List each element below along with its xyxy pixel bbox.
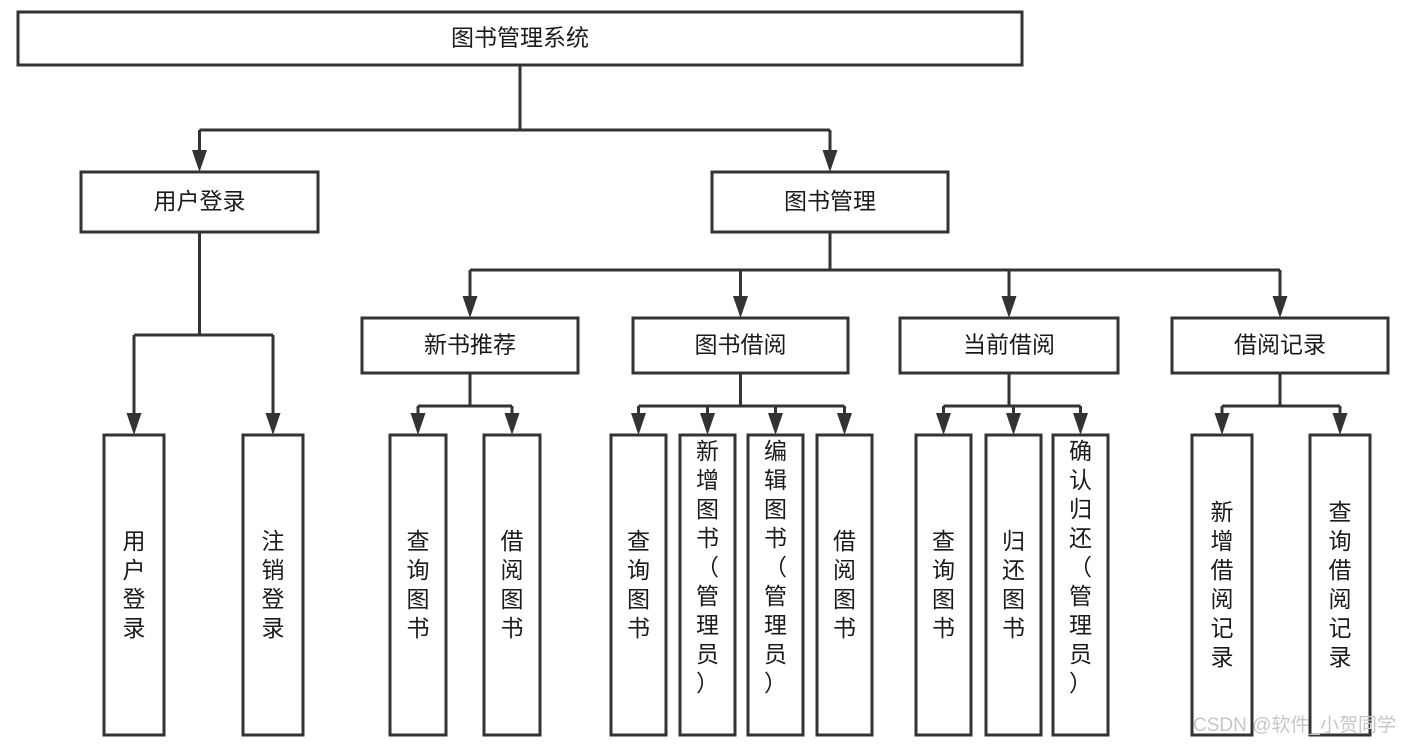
node-label: 查询图书 [627, 528, 650, 641]
node-box [79, 170, 320, 234]
node-label: 归还图书 [1002, 528, 1025, 641]
node-box [609, 433, 668, 737]
node-leaf-add-book[interactable]: 新增图书（管理员） [678, 433, 737, 737]
node-box [898, 316, 1120, 375]
arrow-head-icon [837, 413, 852, 435]
csdn-watermark: CSDN @软件_小贺同学 [1193, 714, 1396, 736]
node-label: 借阅图书 [501, 528, 524, 641]
node-box [746, 433, 805, 737]
node-label: 当前借阅 [963, 332, 1055, 358]
arrow-head-icon [504, 413, 520, 435]
node-box [241, 433, 305, 737]
node-box [102, 433, 166, 737]
node-box [1051, 433, 1110, 737]
node-box [1170, 316, 1390, 375]
node-label: 用户登录 [154, 188, 246, 214]
node-leaf-query-book-new[interactable]: 查询图书 [388, 433, 448, 737]
node-box [631, 316, 850, 375]
arrow-head-icon [700, 413, 715, 435]
node-box [914, 433, 973, 737]
arrow-head-icon [1332, 413, 1348, 435]
arrow-head-icon [192, 150, 207, 172]
arrow-head-icon [1214, 413, 1230, 435]
node-leaf-query-record[interactable]: 查询借阅记录 [1308, 433, 1372, 737]
node-login[interactable]: 用户登录 [79, 170, 320, 234]
connector-layer [126, 65, 1348, 435]
node-label: 新增借阅记录 [1211, 499, 1234, 670]
node-box [16, 10, 1024, 67]
node-leaf-query-book-current[interactable]: 查询图书 [914, 433, 973, 737]
node-label: 新增图书（管理员） [696, 438, 719, 696]
arrow-head-icon [265, 413, 281, 435]
node-label: 图书借阅 [695, 332, 787, 358]
node-borrow[interactable]: 图书借阅 [631, 316, 850, 375]
arrow-head-icon [1006, 413, 1021, 435]
node-leaf-edit-book[interactable]: 编辑图书（管理员） [746, 433, 805, 737]
node-label: 借阅图书 [833, 528, 856, 641]
node-label: 编辑图书（管理员） [764, 438, 787, 696]
node-newbook[interactable]: 新书推荐 [360, 316, 580, 375]
node-label: 查询借阅记录 [1329, 499, 1352, 670]
node-box [815, 433, 874, 737]
node-label: 查询图书 [407, 528, 430, 641]
arrow-head-icon [631, 413, 646, 435]
node-current[interactable]: 当前借阅 [898, 316, 1120, 375]
node-label: 新书推荐 [424, 332, 516, 358]
node-box [1308, 433, 1372, 737]
node-leaf-logout[interactable]: 注销登录 [241, 433, 305, 737]
node-leaf-add-record[interactable]: 新增借阅记录 [1190, 433, 1254, 737]
node-leaf-user-login[interactable]: 用户登录 [102, 433, 166, 737]
node-box [710, 170, 950, 234]
arrow-head-icon [126, 413, 142, 435]
node-label: 用户登录 [123, 528, 146, 641]
node-box [388, 433, 448, 737]
node-records[interactable]: 借阅记录 [1170, 316, 1390, 375]
node-leaf-confirm-return[interactable]: 确认归还（管理员） [1051, 433, 1110, 737]
node-label: 查询图书 [932, 528, 955, 641]
node-box [482, 433, 542, 737]
node-box [1190, 433, 1254, 737]
node-layer: 图书管理系统用户登录图书管理新书推荐图书借阅当前借阅借阅记录用户登录注销登录查询… [16, 10, 1390, 737]
node-box [984, 433, 1043, 737]
arrow-head-icon [768, 413, 783, 435]
node-leaf-return-book[interactable]: 归还图书 [984, 433, 1043, 737]
node-box [678, 433, 737, 737]
arrow-head-icon [1272, 296, 1288, 318]
node-leaf-borrow-book-new[interactable]: 借阅图书 [482, 433, 542, 737]
node-label: 图书管理系统 [451, 25, 589, 51]
arrow-head-icon [462, 296, 478, 318]
arrow-head-icon [936, 413, 951, 435]
node-bookmgmt[interactable]: 图书管理 [710, 170, 950, 234]
arrow-head-icon [1001, 296, 1017, 318]
node-label: 确认归还（管理员） [1069, 438, 1092, 696]
node-label: 图书管理 [784, 188, 876, 214]
node-label: 注销登录 [262, 528, 285, 641]
arrow-head-icon [410, 413, 426, 435]
node-leaf-borrow-book[interactable]: 借阅图书 [815, 433, 874, 737]
node-root[interactable]: 图书管理系统 [16, 10, 1024, 67]
arrow-head-icon [733, 296, 748, 318]
arrow-head-icon [1073, 413, 1088, 435]
arrow-head-icon [822, 150, 838, 172]
node-box [360, 316, 580, 375]
node-leaf-query-book-borrow[interactable]: 查询图书 [609, 433, 668, 737]
node-label: 借阅记录 [1234, 332, 1326, 358]
